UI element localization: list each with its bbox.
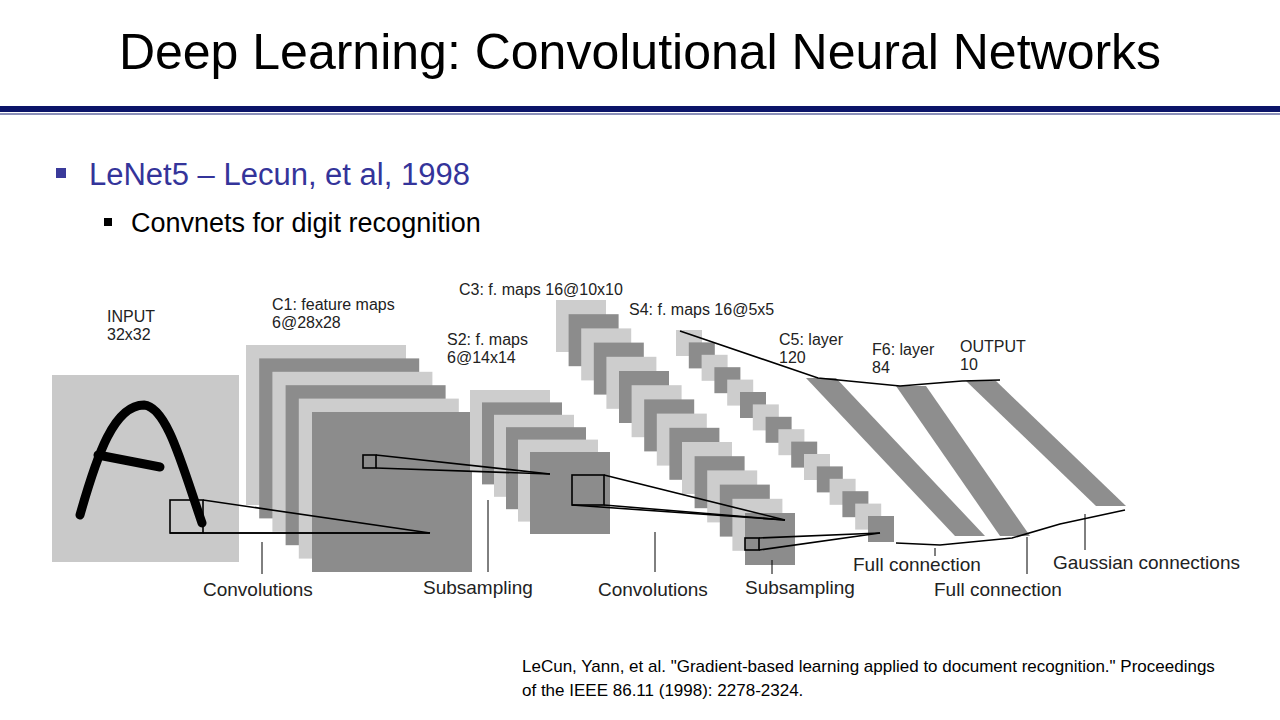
- citation: LeCun, Yann, et al. "Gradient-based lear…: [522, 655, 1222, 703]
- bullet-square: [104, 218, 112, 226]
- layer-block: OUTPUT 10: [960, 338, 1128, 508]
- title-rule: [0, 106, 1280, 112]
- layer-shape: [52, 375, 241, 564]
- stage-label: Full connection: [934, 579, 1062, 601]
- layer-label: OUTPUT 10: [960, 338, 1034, 374]
- stage-label: Convolutions: [203, 579, 313, 601]
- layer-band: [966, 381, 1126, 506]
- layer-block: C1: feature maps 6@28x28: [246, 296, 474, 574]
- feature-map: [745, 513, 795, 565]
- layer-label: C5: layer 120: [779, 331, 851, 367]
- bullet-square: [56, 168, 66, 178]
- layer-label: S4: f. maps 16@5x5: [629, 301, 774, 319]
- layer-block: C3: f. maps 16@10x10: [459, 281, 797, 567]
- layer-shape: [966, 381, 1128, 508]
- feature-map: [312, 412, 472, 572]
- layer-block: INPUT 32x32: [52, 308, 241, 564]
- layer-block: F6: layer 84: [872, 341, 1032, 538]
- stage-label: Subsampling: [423, 577, 533, 599]
- feature-map: [530, 452, 610, 534]
- digit-stroke: [80, 405, 202, 523]
- title-rule-thin: [0, 113, 1280, 115]
- stage-label: Convolutions: [598, 579, 708, 601]
- sub-bullet-text: Convnets for digit recognition: [131, 207, 481, 239]
- layer-label: INPUT 32x32: [107, 308, 167, 344]
- stage-label: Full connection: [853, 554, 981, 576]
- feature-map: [868, 516, 894, 542]
- bullet-text: LeNet5 – Lecun, et al, 1998: [89, 157, 470, 193]
- layer-label: F6: layer 84: [872, 341, 950, 377]
- stage-label: Gaussian connections: [1053, 552, 1240, 574]
- slide-title: Deep Learning: Convolutional Neural Netw…: [0, 22, 1280, 82]
- layer-shape: [470, 390, 612, 536]
- layer-shape: [246, 345, 474, 574]
- input-image: [52, 375, 239, 562]
- layer-label: C1: feature maps 6@28x28: [272, 296, 422, 332]
- digit-stroke: [98, 455, 160, 467]
- stage-label: Subsampling: [745, 577, 855, 599]
- layer-label: S2: f. maps 6@14x14: [447, 331, 547, 367]
- layer-label: C3: f. maps 16@10x10: [459, 281, 623, 299]
